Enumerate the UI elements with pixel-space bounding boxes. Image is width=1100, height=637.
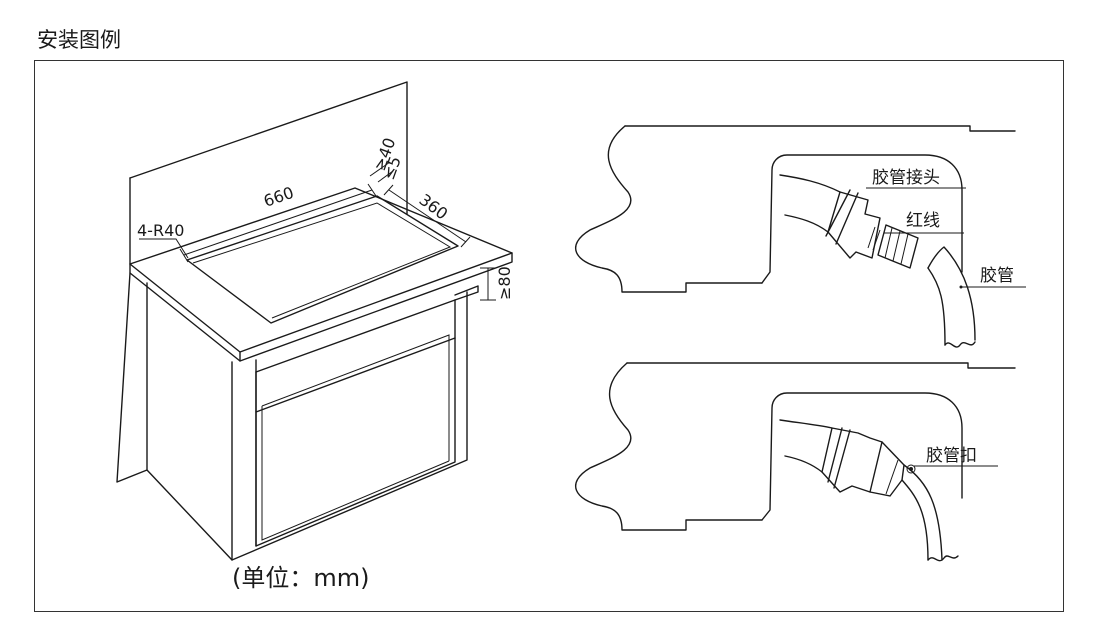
dim-length: 660 <box>261 183 296 211</box>
sink-cutout <box>186 195 459 324</box>
diagram-frame <box>34 60 1064 612</box>
cabinet-drawing: 660 360 ≥80 4-R40 ≥40 ≤5 (单位：mm) <box>116 81 514 592</box>
hose-detail-bottom: 胶管扣 <box>575 362 1016 562</box>
label-hose: 胶管 <box>980 266 1014 286</box>
label-red-line: 红线 <box>906 211 940 231</box>
unit-note: (单位：mm) <box>232 564 369 592</box>
hose-detail-top: 胶管接头 红线 胶管 <box>575 125 1026 348</box>
label-clamp: 胶管扣 <box>926 446 977 466</box>
page-title: 安装图例 <box>37 28 121 52</box>
dim-corner: 4-R40 <box>137 221 184 240</box>
dim-width: 360 <box>416 190 452 224</box>
label-connector: 胶管接头 <box>872 168 940 188</box>
dim-depth: ≥80 <box>495 266 514 300</box>
